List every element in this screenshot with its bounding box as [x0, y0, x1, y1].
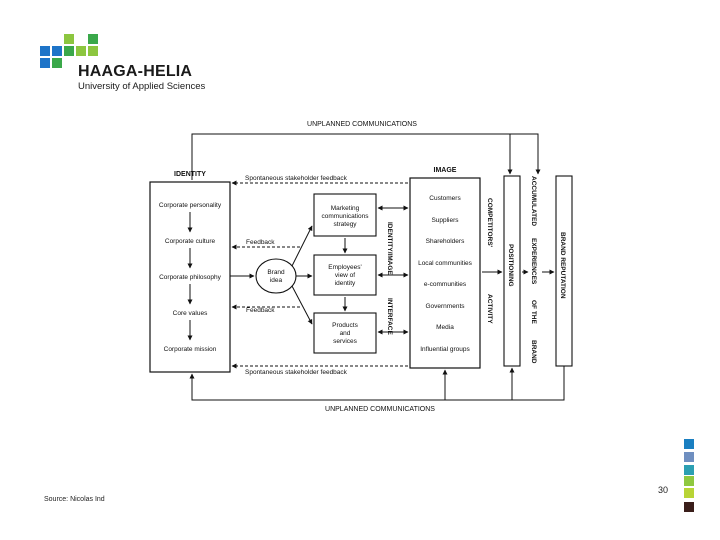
unplanned-bottom-label: UNPLANNED COMMUNICATIONS: [325, 406, 435, 413]
image-item: Shareholders: [426, 238, 465, 245]
image-item: Media: [436, 324, 454, 331]
spontaneous-feedback-bottom: Spontaneous stakeholder feedback: [245, 369, 348, 376]
identity-item: Corporate culture: [165, 238, 216, 245]
identity-item: Corporate philosophy: [159, 274, 222, 281]
image-item: Suppliers: [431, 217, 459, 224]
image-item: e-communities: [424, 281, 467, 288]
source-credit: Source: Nicolas Ind: [44, 496, 105, 503]
identity-item: Corporate personality: [159, 202, 222, 209]
marketing-label: Marketing: [331, 205, 360, 212]
accent-square: [684, 502, 694, 512]
employees-label: view of: [335, 272, 355, 279]
employees-label: Employees': [328, 264, 361, 271]
marketing-label: strategy: [333, 221, 357, 228]
identity-title: IDENTITY: [174, 171, 206, 178]
identity-image-label: IDENTITY/IMAGE: [386, 222, 393, 275]
image-item: Influential groups: [420, 346, 470, 353]
of-the-label: OF THE: [530, 300, 537, 324]
experiences-label: EXPERIENCES: [530, 238, 537, 285]
competitors-label: COMPETITORS': [486, 198, 493, 248]
activity-label: ACTIVITY: [486, 294, 493, 324]
image-title: IMAGE: [434, 167, 457, 174]
haaga-helia-logo: [40, 34, 98, 68]
accent-square: [684, 439, 694, 449]
image-item: Governments: [425, 303, 465, 310]
accent-square: [684, 465, 694, 475]
accent-square: [684, 452, 694, 462]
employees-view-box: [313, 254, 377, 296]
feedback-top: Feedback: [246, 239, 275, 246]
brand-idea-node: [255, 258, 297, 294]
brand-name: HAAGA-HELIA: [78, 63, 193, 80]
employees-label: identity: [335, 280, 356, 287]
positioning-column: [503, 175, 521, 367]
brand-idea-label: Brand: [267, 269, 285, 276]
page-number: 30: [658, 485, 669, 495]
interface-label: INTERFACE: [386, 298, 393, 336]
image-item: Local communities: [418, 260, 473, 267]
accumulated-label: ACCUMULATED: [530, 176, 537, 226]
positioning-label: POSITIONING: [507, 244, 514, 287]
accent-square: [684, 488, 694, 498]
image-item: Customers: [429, 195, 461, 202]
products-label: services: [333, 338, 358, 345]
marketing-strategy-box: [313, 193, 377, 237]
brand-reputation-label: BRAND REPUTATION: [559, 232, 566, 299]
brand-subtitle: University of Applied Sciences: [78, 81, 206, 92]
products-services-box: [313, 312, 377, 354]
unplanned-top-label: UNPLANNED COMMUNICATIONS: [307, 121, 417, 128]
accent-square: [684, 476, 694, 486]
identity-item: Core values: [173, 310, 208, 317]
identity-item: Corporate mission: [164, 346, 217, 353]
products-label: and: [340, 330, 351, 337]
brand-idea-label: idea: [270, 277, 283, 284]
marketing-label: communications: [322, 213, 370, 220]
image-box: [409, 177, 481, 369]
brand-label: BRAND: [530, 340, 537, 364]
identity-image-diagram: UNPLANNED COMMUNICATIONS IDENTITY Corpor…: [149, 121, 573, 413]
feedback-bottom: Feedback: [246, 307, 275, 314]
products-label: Products: [332, 322, 358, 329]
spontaneous-feedback-top: Spontaneous stakeholder feedback: [245, 175, 348, 182]
